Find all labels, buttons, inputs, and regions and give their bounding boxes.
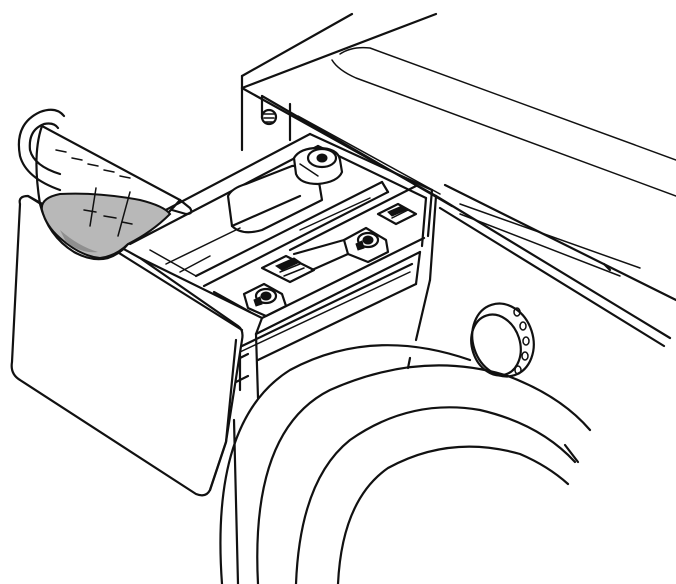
machine-top-panel (240, 12, 676, 348)
porthole-door (219, 344, 592, 584)
machine-front-face (240, 86, 438, 370)
siphon-cap-front (242, 282, 288, 318)
program-selector-knob[interactable] (463, 296, 543, 385)
siphon-cap-far (376, 202, 418, 226)
drawer-housing (260, 94, 454, 208)
siphon-cap-back (342, 226, 390, 264)
measuring-jug (17, 108, 193, 261)
detergent-drawer[interactable] (122, 132, 434, 400)
screw-icon (260, 108, 278, 126)
siphon-cap-middle (260, 254, 316, 284)
